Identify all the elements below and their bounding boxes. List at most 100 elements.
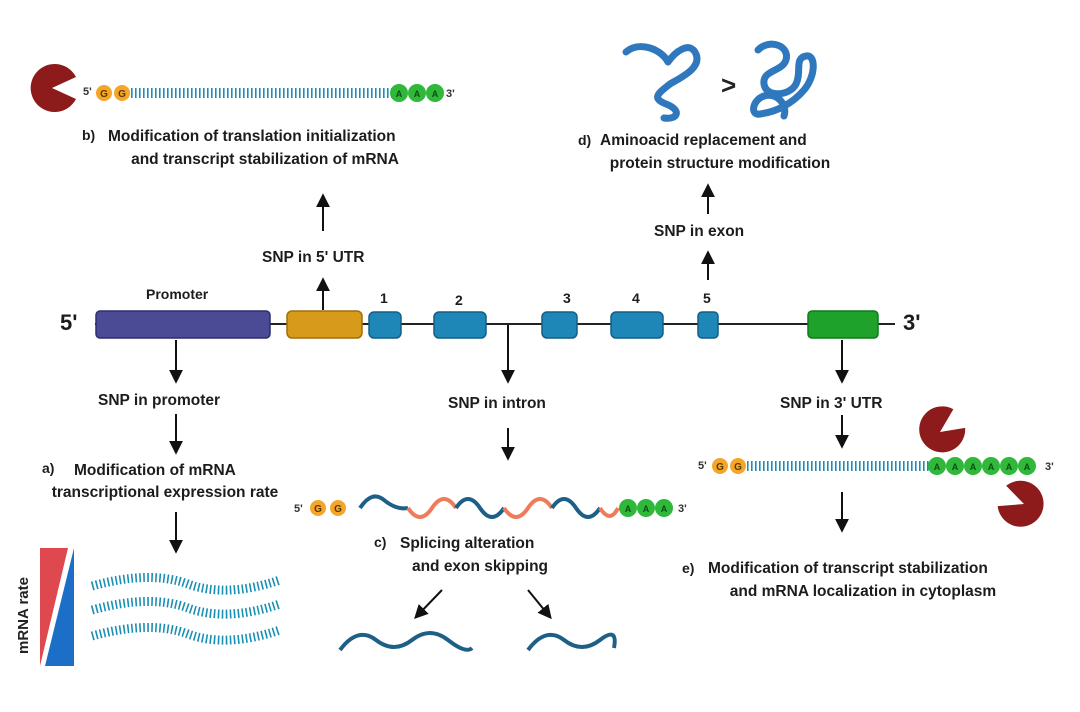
rate-strand-3 <box>90 623 282 645</box>
polyA-e-5-letter: A <box>1006 462 1013 472</box>
polyA-c-3 <box>655 499 673 517</box>
effect-d-line2: protein structure modification <box>609 155 831 172</box>
exon-3-label: 3 <box>563 290 571 306</box>
exon-2-label: 2 <box>455 292 463 308</box>
exon-3-box <box>541 311 578 339</box>
effect-c-letter: c) <box>374 534 387 550</box>
exon-5-box <box>697 311 719 339</box>
rate-triangle-blue <box>45 548 74 666</box>
cap-c-1-letter: G <box>314 504 322 515</box>
exon-2-box <box>433 311 487 339</box>
strand-c-exon-1 <box>358 494 409 511</box>
spliced-product-short <box>526 632 617 652</box>
mrna-b: 5' G G A A A 3' <box>30 64 455 112</box>
pacman-e-top <box>919 406 966 453</box>
protein-compare: > <box>721 70 736 100</box>
snp-utr5-label: SNP in 5' UTR <box>262 249 365 266</box>
rate-strand-2 <box>90 597 282 619</box>
snp-exon-label: SNP in exon <box>654 223 745 240</box>
effect-b-line2: and transcript stabilization of mRNA <box>131 151 399 168</box>
polyA-e-1-letter: A <box>934 462 941 472</box>
exon-4-label: 4 <box>632 290 640 306</box>
protein-after <box>750 40 817 120</box>
cap-b-2-letter: G <box>118 89 126 100</box>
effect-a-line2: transcriptional expression rate <box>51 484 279 501</box>
cap-b-1-letter: G <box>100 89 108 100</box>
promoter-box <box>95 310 271 339</box>
cap-c-1 <box>310 500 326 516</box>
mrna-b-five: 5' <box>83 86 92 98</box>
polyA-c-3-letter: A <box>661 504 668 514</box>
polyA-b-3-letter: A <box>432 89 439 99</box>
polyA-b-1 <box>390 84 408 102</box>
cap-b-1 <box>96 85 112 101</box>
effect-a-line1: Modification of mRNA <box>74 462 236 479</box>
exon-4-box <box>610 311 664 339</box>
polyA-e-2-letter: A <box>952 462 959 472</box>
polyA-e-3-letter: A <box>970 462 977 472</box>
exon-1-box <box>368 311 402 339</box>
polyA-e-4 <box>982 457 1000 475</box>
utr3-box <box>807 310 879 339</box>
mrna-e-three: 3' <box>1045 461 1054 473</box>
effect-c-line1: Splicing alteration <box>400 535 535 552</box>
spliced-product-long <box>338 631 474 652</box>
cap-e-1 <box>712 458 728 474</box>
strand-c-exon-2 <box>454 497 506 519</box>
cap-e-2 <box>730 458 746 474</box>
effect-c-line2: and exon skipping <box>411 558 549 575</box>
effect-e-line1: Modification of transcript stabilization <box>708 560 988 577</box>
strand-c-exon-3 <box>550 497 602 519</box>
effect-e-line2: and mRNA localization in cytoplasm <box>729 583 997 600</box>
cap-c-2-letter: G <box>334 504 342 515</box>
effect-a-letter: a) <box>42 460 55 476</box>
pacman-e-bottom <box>997 480 1044 527</box>
rate-strand-1 <box>90 573 282 595</box>
mrna-c-five: 5' <box>294 503 303 515</box>
strand-c-intron-1 <box>406 497 458 519</box>
pacman-b <box>30 64 76 112</box>
polyA-c-1 <box>619 499 637 517</box>
protein-before <box>622 43 701 122</box>
effect-e-letter: e) <box>682 560 695 576</box>
polyA-e-2 <box>946 457 964 475</box>
cap-e-2-letter: G <box>734 462 742 473</box>
snp-promoter-label: SNP in promoter <box>98 392 221 409</box>
cap-e-1-letter: G <box>716 462 724 473</box>
polyA-b-2-letter: A <box>414 89 421 99</box>
rate-triangle-red <box>40 548 68 666</box>
mrna-b-three: 3' <box>446 88 455 100</box>
gene-five-prime: 5' <box>60 310 78 335</box>
cap-c-2 <box>330 500 346 516</box>
cap-b-2 <box>114 85 130 101</box>
polyA-c-1-letter: A <box>625 504 632 514</box>
utr5-box <box>286 310 363 339</box>
polyA-b-1-letter: A <box>396 89 403 99</box>
mrna-c-three: 3' <box>678 503 687 515</box>
arrow-splice-left <box>414 589 443 620</box>
strand-c-intron-3 <box>598 506 620 518</box>
mrna-rate-strands <box>90 573 282 645</box>
polyA-b-3 <box>426 84 444 102</box>
polyA-b-2 <box>408 84 426 102</box>
snp-utr3-label: SNP in 3' UTR <box>780 395 883 412</box>
polyA-e-6 <box>1018 457 1036 475</box>
polyA-e-5 <box>1000 457 1018 475</box>
gene-three-prime: 3' <box>903 310 921 335</box>
polyA-c-2 <box>637 499 655 517</box>
effect-b-letter: b) <box>82 127 96 143</box>
exon-1-label: 1 <box>380 290 388 306</box>
polyA-e-4-letter: A <box>988 462 995 472</box>
effect-b-line1: Modification of translation initializati… <box>108 128 396 145</box>
effect-d-line1: Aminoacid replacement and <box>600 132 807 149</box>
mrna-rate-label: mRNA rate <box>15 577 32 654</box>
snp-intron-label: SNP in intron <box>448 395 546 412</box>
arrow-splice-right <box>527 589 552 620</box>
exon-5-label: 5 <box>703 290 711 306</box>
effect-d-letter: d) <box>578 132 592 148</box>
protein-structures <box>622 40 817 122</box>
polyA-e-6-letter: A <box>1024 462 1031 472</box>
polyA-c-2-letter: A <box>643 504 650 514</box>
